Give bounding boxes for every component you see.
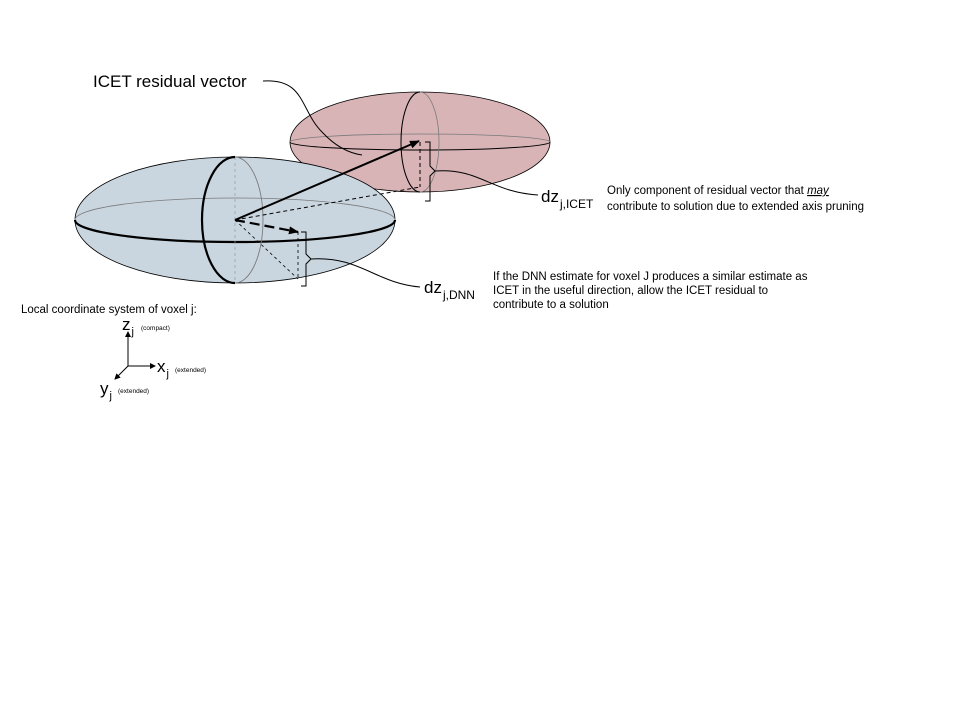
coordinate-system-title: Local coordinate system of voxel j:	[21, 304, 197, 316]
dz-dnn-leader	[310, 258, 421, 288]
dz-icet-label-main: dz	[541, 187, 559, 206]
y-axis-label-subscript: j	[109, 390, 112, 402]
dnn-projection-dashed	[234, 219, 299, 280]
icet-note-emphasis: may	[807, 185, 830, 197]
icet-note-line-1: Only component of residual vector that m…	[607, 185, 830, 197]
dnn-estimate-vector-arrow	[234, 218, 299, 235]
z-axis-label-subscript: j	[131, 326, 134, 338]
y-axis-label: yj	[100, 379, 112, 402]
z-axis-label: zj	[122, 315, 134, 338]
icet-residual-vector-label: ICET residual vector	[93, 72, 247, 91]
dz-icet-label: dzj,ICET	[541, 187, 594, 211]
dz-dnn-label-subscript: j,DNN	[442, 288, 475, 302]
x-axis-label-subscript: j	[166, 368, 169, 380]
dz-icet-leader	[434, 170, 539, 196]
y-axis-arrow	[114, 365, 129, 380]
x-axis-label-main: x	[157, 357, 166, 376]
icet-note-line-1-text: Only component of residual vector that	[607, 185, 807, 197]
dnn-note-line-2: ICET in the useful direction, allow the …	[493, 285, 768, 297]
dz-icet-label-subscript: j,ICET	[559, 197, 594, 211]
icet-ellipsoid-cross-section-front	[400, 91, 421, 193]
icet-residual-leader	[262, 80, 363, 156]
dnn-ellipsoid-cross-section-back	[234, 156, 264, 284]
dnn-note-line-1: If the DNN estimate for voxel J produces…	[493, 271, 808, 283]
dnn-ellipsoid-cross-section-front	[200, 155, 236, 285]
x-axis-description: (extended)	[175, 367, 206, 374]
icet-residual-vector-arrow	[234, 140, 420, 221]
y-axis-description: (extended)	[118, 388, 149, 395]
icet-note-line-2: contribute to solution due to extended a…	[607, 201, 864, 213]
z-axis-label-main: z	[122, 315, 131, 334]
x-axis-label: xj	[157, 357, 169, 380]
dnn-note-line-3: contribute to a solution	[493, 299, 609, 311]
icet-projection-dashed	[234, 186, 421, 221]
y-axis-label-main: y	[100, 379, 109, 398]
dz-dnn-label-main: dz	[424, 278, 442, 297]
dnn-ellipsoid-equator-back	[74, 197, 396, 221]
projection-guides	[234, 142, 421, 280]
coordinate-system: Local coordinate system of voxel j: zj (…	[21, 304, 206, 402]
z-axis-description: (compact)	[141, 325, 170, 332]
icet-ellipsoid-equator-back	[289, 133, 551, 143]
dz-dnn-label: dzj,DNN	[424, 278, 475, 302]
